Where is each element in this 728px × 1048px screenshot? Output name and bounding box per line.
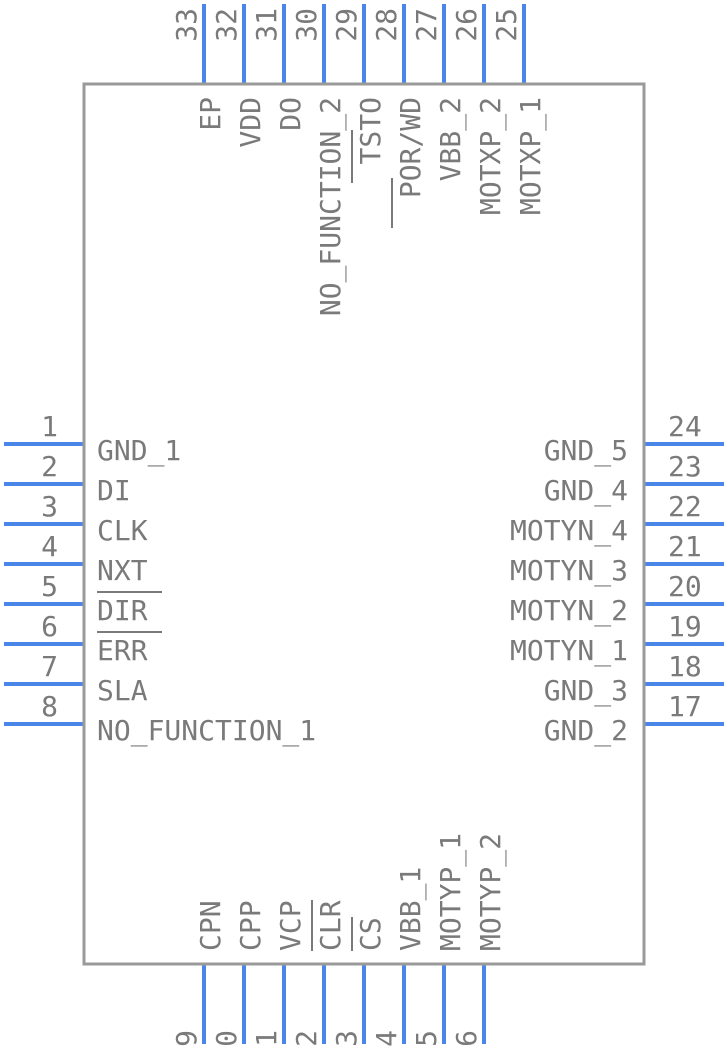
ic-body: [82, 82, 646, 966]
pin-32-number: 32: [210, 8, 243, 42]
pins-layer: [4, 4, 724, 1044]
pin-24-number: 24: [668, 410, 702, 443]
pin-2-number: 2: [41, 450, 58, 483]
pin-3-label: CLK: [97, 514, 148, 547]
pin-22-number: 22: [668, 490, 702, 523]
pin-17-number: 17: [668, 690, 702, 723]
labels-layer: 1GND_12DI3CLK4NXT5DIR6ERR7SLA8NO_FUNCTIO…: [41, 8, 702, 1048]
pin-21-number: 21: [668, 530, 702, 563]
pin-12-label: CLR: [314, 900, 347, 951]
pin-4-label: NXT: [97, 554, 148, 587]
pin-11-label: VCP: [274, 900, 307, 951]
pin-10-label: CPP: [234, 900, 267, 951]
pin-3-number: 3: [41, 490, 58, 523]
pin-11-number: 11: [250, 1030, 283, 1048]
pin-23-label: GND_4: [544, 474, 628, 508]
pin-15-number: 15: [410, 1030, 443, 1048]
pin-6-number: 6: [41, 610, 58, 643]
pin-24-label: GND_5: [544, 434, 628, 468]
pin-5-number: 5: [41, 570, 58, 603]
pin-13-number: 13: [330, 1030, 363, 1048]
pin-27-number: 27: [410, 8, 443, 42]
pin-28-number: 28: [370, 8, 403, 42]
pin-28-label: POR/WD: [394, 97, 427, 198]
pin-20-number: 20: [668, 570, 702, 603]
pin-6-label: ERR: [97, 634, 148, 667]
pin-32-label: VDD: [234, 97, 267, 148]
pin-19-number: 19: [668, 610, 702, 643]
pin-27-label: VBB_2: [434, 97, 468, 181]
pin-23-number: 23: [668, 450, 702, 483]
pin-15-label: MOTYP_1: [434, 833, 468, 951]
pin-7-number: 7: [41, 650, 58, 683]
pin-4-number: 4: [41, 530, 58, 563]
pin-17-label: GND_2: [544, 714, 628, 748]
pin-26-label: MOTXP_2: [474, 97, 508, 215]
pin-14-label: VBB_1: [394, 867, 428, 951]
pin-13-label: CS: [354, 917, 387, 951]
pin-30-number: 30: [290, 8, 323, 42]
pin-9-label: CPN: [194, 900, 227, 951]
pin-1-label: GND_1: [97, 434, 181, 468]
pin-14-number: 14: [370, 1030, 403, 1048]
pin-21-label: MOTYN_3: [510, 554, 628, 588]
pin-8-label: NO_FUNCTION_1: [97, 714, 316, 748]
pin-30-label: NO_FUNCTION_2: [314, 97, 348, 316]
pin-22-label: MOTYN_4: [510, 514, 628, 548]
pin-12-number: 12: [290, 1030, 323, 1048]
pin-5-label: DIR: [97, 594, 148, 627]
pin-33-number: 33: [170, 8, 203, 42]
pin-7-label: SLA: [97, 674, 148, 707]
pin-20-label: MOTYN_2: [510, 594, 628, 628]
pin-16-label: MOTYP_2: [474, 833, 508, 951]
active-low-bars: [97, 130, 393, 951]
pin-2-label: DI: [97, 474, 131, 507]
pin-18-number: 18: [668, 650, 702, 683]
pin-33-label: EP: [194, 97, 227, 131]
pin-1-number: 1: [41, 410, 58, 443]
pin-26-number: 26: [450, 8, 483, 42]
pin-16-number: 16: [450, 1030, 483, 1048]
pin-29-number: 29: [330, 8, 363, 42]
pin-10-number: 10: [210, 1030, 243, 1048]
pin-25-number: 25: [490, 8, 523, 42]
pin-19-label: MOTYN_1: [510, 634, 628, 668]
pin-8-number: 8: [41, 690, 58, 723]
pin-9-number: 9: [170, 1030, 203, 1047]
pin-25-label: MOTXP_1: [514, 97, 548, 215]
pin-29-label: TSTO: [354, 97, 387, 164]
pin-31-number: 31: [250, 8, 283, 42]
pin-31-label: DO: [274, 97, 307, 131]
pin-18-label: GND_3: [544, 674, 628, 708]
